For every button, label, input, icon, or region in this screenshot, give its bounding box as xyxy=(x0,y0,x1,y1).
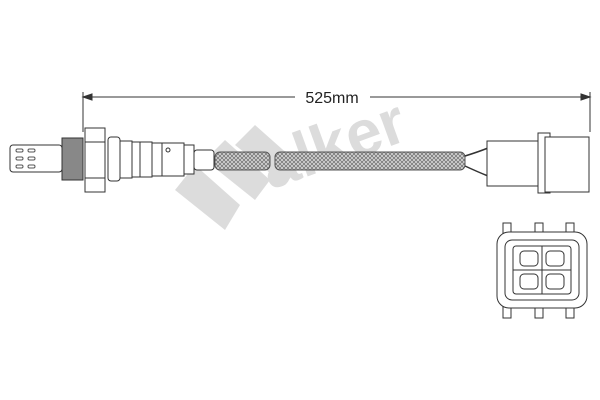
connector-side-view xyxy=(486,132,590,194)
sensor-body xyxy=(9,127,215,193)
connector-pins xyxy=(519,250,565,290)
braided-cable-segment xyxy=(214,151,271,171)
lead-wires xyxy=(464,147,489,177)
dimension-line xyxy=(81,92,592,132)
length-label: 525mm xyxy=(305,90,358,107)
connector-end-view xyxy=(496,222,588,319)
braided-cable-segment xyxy=(274,151,466,171)
hex-nut xyxy=(84,127,106,193)
sensor-thread xyxy=(61,137,84,181)
